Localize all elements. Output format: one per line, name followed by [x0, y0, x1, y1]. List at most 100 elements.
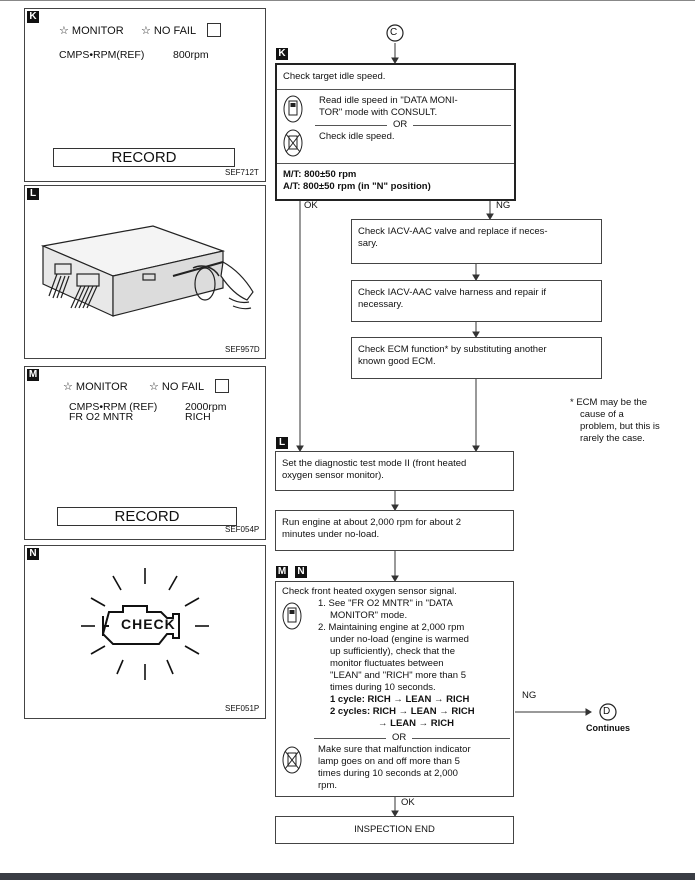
- connector-c-label: C: [390, 27, 398, 38]
- iacv-harness-box: Check IACV-AAC valve harness and repair …: [351, 280, 602, 322]
- check-idle-text: Check idle speed.: [319, 131, 395, 142]
- check-target-idle-box: Check target idle speed. Read idle speed…: [275, 63, 516, 201]
- consult-text-2: TOR" mode with CONSULT.: [319, 107, 438, 118]
- step2-line4: monitor fluctuates between: [330, 658, 444, 669]
- cycle-1: 1 cycle: RICH → LEAN → RICH: [330, 694, 470, 705]
- panel-n-mil-illustration: N CHECK SEF051P: [24, 545, 266, 719]
- run-text-2: minutes under no-load.: [282, 529, 380, 540]
- param-value: 800rpm: [173, 49, 209, 61]
- ecm-note-4: rarely the case.: [580, 433, 645, 444]
- top-rule: [0, 0, 695, 1]
- or-divider-left: [314, 738, 386, 739]
- iacv-check-box: Check IACV-AAC valve and replace if nece…: [351, 219, 602, 264]
- harness-text-1: Check IACV-AAC valve harness and repair …: [358, 287, 546, 298]
- figure-ref: SEF051P: [225, 704, 260, 713]
- check-target-text: Check target idle speed.: [283, 71, 386, 82]
- bottom-bar: [0, 873, 695, 880]
- ng-label: NG: [496, 200, 511, 211]
- step2-line1: 2. Maintaining engine at 2,000 rpm: [318, 622, 465, 633]
- ecm-note-1: * ECM may be the: [570, 397, 648, 408]
- panel-l-ecm-illustration: L SEF957D: [24, 185, 266, 359]
- nofail-checkbox: [215, 379, 229, 393]
- connector-c: [386, 24, 404, 42]
- at-spec: A/T: 800±50 rpm (in "N" position): [283, 181, 431, 192]
- panel-m-monitor-screen: M ☆ MONITOR ☆ NO FAIL CMPS•RPM (REF) FR …: [24, 366, 266, 540]
- step2-line6: times during 10 seconds.: [330, 682, 436, 693]
- panel-l-badge: L: [27, 188, 39, 200]
- flow-k-badge: K: [276, 48, 288, 60]
- iacv-text-1: Check IACV-AAC valve and replace if nece…: [358, 226, 548, 237]
- cycle-2-line2: → LEAN → RICH: [378, 718, 454, 729]
- param-label-1: CMPS•RPM (REF): [69, 401, 158, 413]
- figure-ref: SEF957D: [225, 345, 260, 354]
- nofail-label: ☆ NO FAIL: [141, 25, 197, 37]
- diag-text-2: oxygen sensor monitor).: [282, 470, 384, 481]
- figure-ref: SEF054P: [225, 525, 260, 534]
- step2-line5: "LEAN" and "RICH" more than 5: [330, 670, 466, 681]
- run-engine-box: Run engine at about 2,000 rpm for about …: [275, 510, 514, 551]
- figure-ref: SEF712T: [225, 168, 259, 177]
- ecm-check-box: Check ECM function* by substituting anot…: [351, 337, 602, 379]
- no-tools-icon: [283, 129, 303, 157]
- connector-d-label: D: [603, 706, 611, 717]
- run-text-1: Run engine at about 2,000 rpm for about …: [282, 517, 462, 528]
- o2-title: Check front heated oxygen sensor signal.: [282, 586, 457, 597]
- param-label-2: FR O2 MNTR: [69, 411, 134, 423]
- ok-label: OK: [304, 200, 318, 211]
- or-divider-right: [413, 125, 511, 126]
- record-button: RECORD: [57, 507, 237, 526]
- ng-label: NG: [522, 690, 537, 701]
- harness-text-2: necessary.: [358, 299, 404, 310]
- inspection-end-box: INSPECTION END: [275, 816, 514, 844]
- flow-m-badge: M: [276, 566, 288, 578]
- mil-line4: rpm.: [318, 780, 337, 791]
- or-label: OR: [392, 732, 407, 743]
- panel-n-badge: N: [27, 548, 39, 560]
- divider: [277, 89, 514, 90]
- ecm-text-1: Check ECM function* by substituting anot…: [358, 344, 547, 355]
- panel-k-monitor-screen: K ☆ MONITOR ☆ NO FAIL CMPS•RPM(REF) 800r…: [24, 8, 266, 182]
- mil-line2: lamp goes on and off more than 5: [318, 756, 460, 767]
- mt-spec: M/T: 800±50 rpm: [283, 169, 357, 180]
- ok-label: OK: [401, 797, 415, 808]
- mil-line1: Make sure that malfunction indicator: [318, 744, 471, 755]
- or-divider-right: [412, 738, 510, 739]
- flow-l-badge: L: [276, 437, 288, 449]
- flow-n-badge: N: [295, 566, 307, 578]
- consult-icon: [283, 95, 303, 123]
- no-tools-icon: [282, 746, 302, 774]
- step2-line3: up sufficiently), check that the: [330, 646, 455, 657]
- end-text: INSPECTION END: [354, 824, 435, 835]
- ecm-note-2: cause of a: [580, 409, 624, 420]
- monitor-label: ☆ MONITOR: [59, 25, 124, 37]
- step1-line1: 1. See "FR O2 MNTR" in "DATA: [318, 598, 453, 609]
- ecm-note-3: problem, but this is: [580, 421, 660, 432]
- diag-mode-box: Set the diagnostic test mode II (front h…: [275, 451, 514, 491]
- or-label: OR: [393, 119, 408, 130]
- o2-sensor-check-box: Check front heated oxygen sensor signal.…: [275, 581, 514, 797]
- record-button: RECORD: [53, 148, 235, 167]
- iacv-text-2: sary.: [358, 238, 378, 249]
- continues-label: Continues: [586, 723, 630, 733]
- step1-line2: MONITOR" mode.: [330, 610, 408, 621]
- divider: [277, 163, 514, 164]
- or-divider-left: [315, 125, 387, 126]
- consult-icon: [282, 602, 302, 630]
- panel-m-badge: M: [27, 369, 39, 381]
- nofail-label: ☆ NO FAIL: [149, 381, 205, 393]
- nofail-checkbox: [207, 23, 221, 37]
- ecm-text-2: known good ECM.: [358, 356, 436, 367]
- consult-text-1: Read idle speed in "DATA MONI-: [319, 95, 458, 106]
- connector-d: [599, 703, 617, 721]
- check-lamp-text: CHECK: [121, 616, 176, 632]
- step2-line2: under no-load (engine is warmed: [330, 634, 469, 645]
- mil-line3: times during 10 seconds at 2,000: [318, 768, 458, 779]
- param-value-2: RICH: [185, 411, 211, 423]
- cycle-2-line1: 2 cycles: RICH → LEAN → RICH: [330, 706, 475, 717]
- panel-k-badge: K: [27, 11, 39, 23]
- monitor-label: ☆ MONITOR: [63, 381, 128, 393]
- ecm-unit-illustration: [40, 225, 254, 317]
- check-engine-lamp-icon: [81, 568, 209, 680]
- param-label: CMPS•RPM(REF): [59, 49, 145, 61]
